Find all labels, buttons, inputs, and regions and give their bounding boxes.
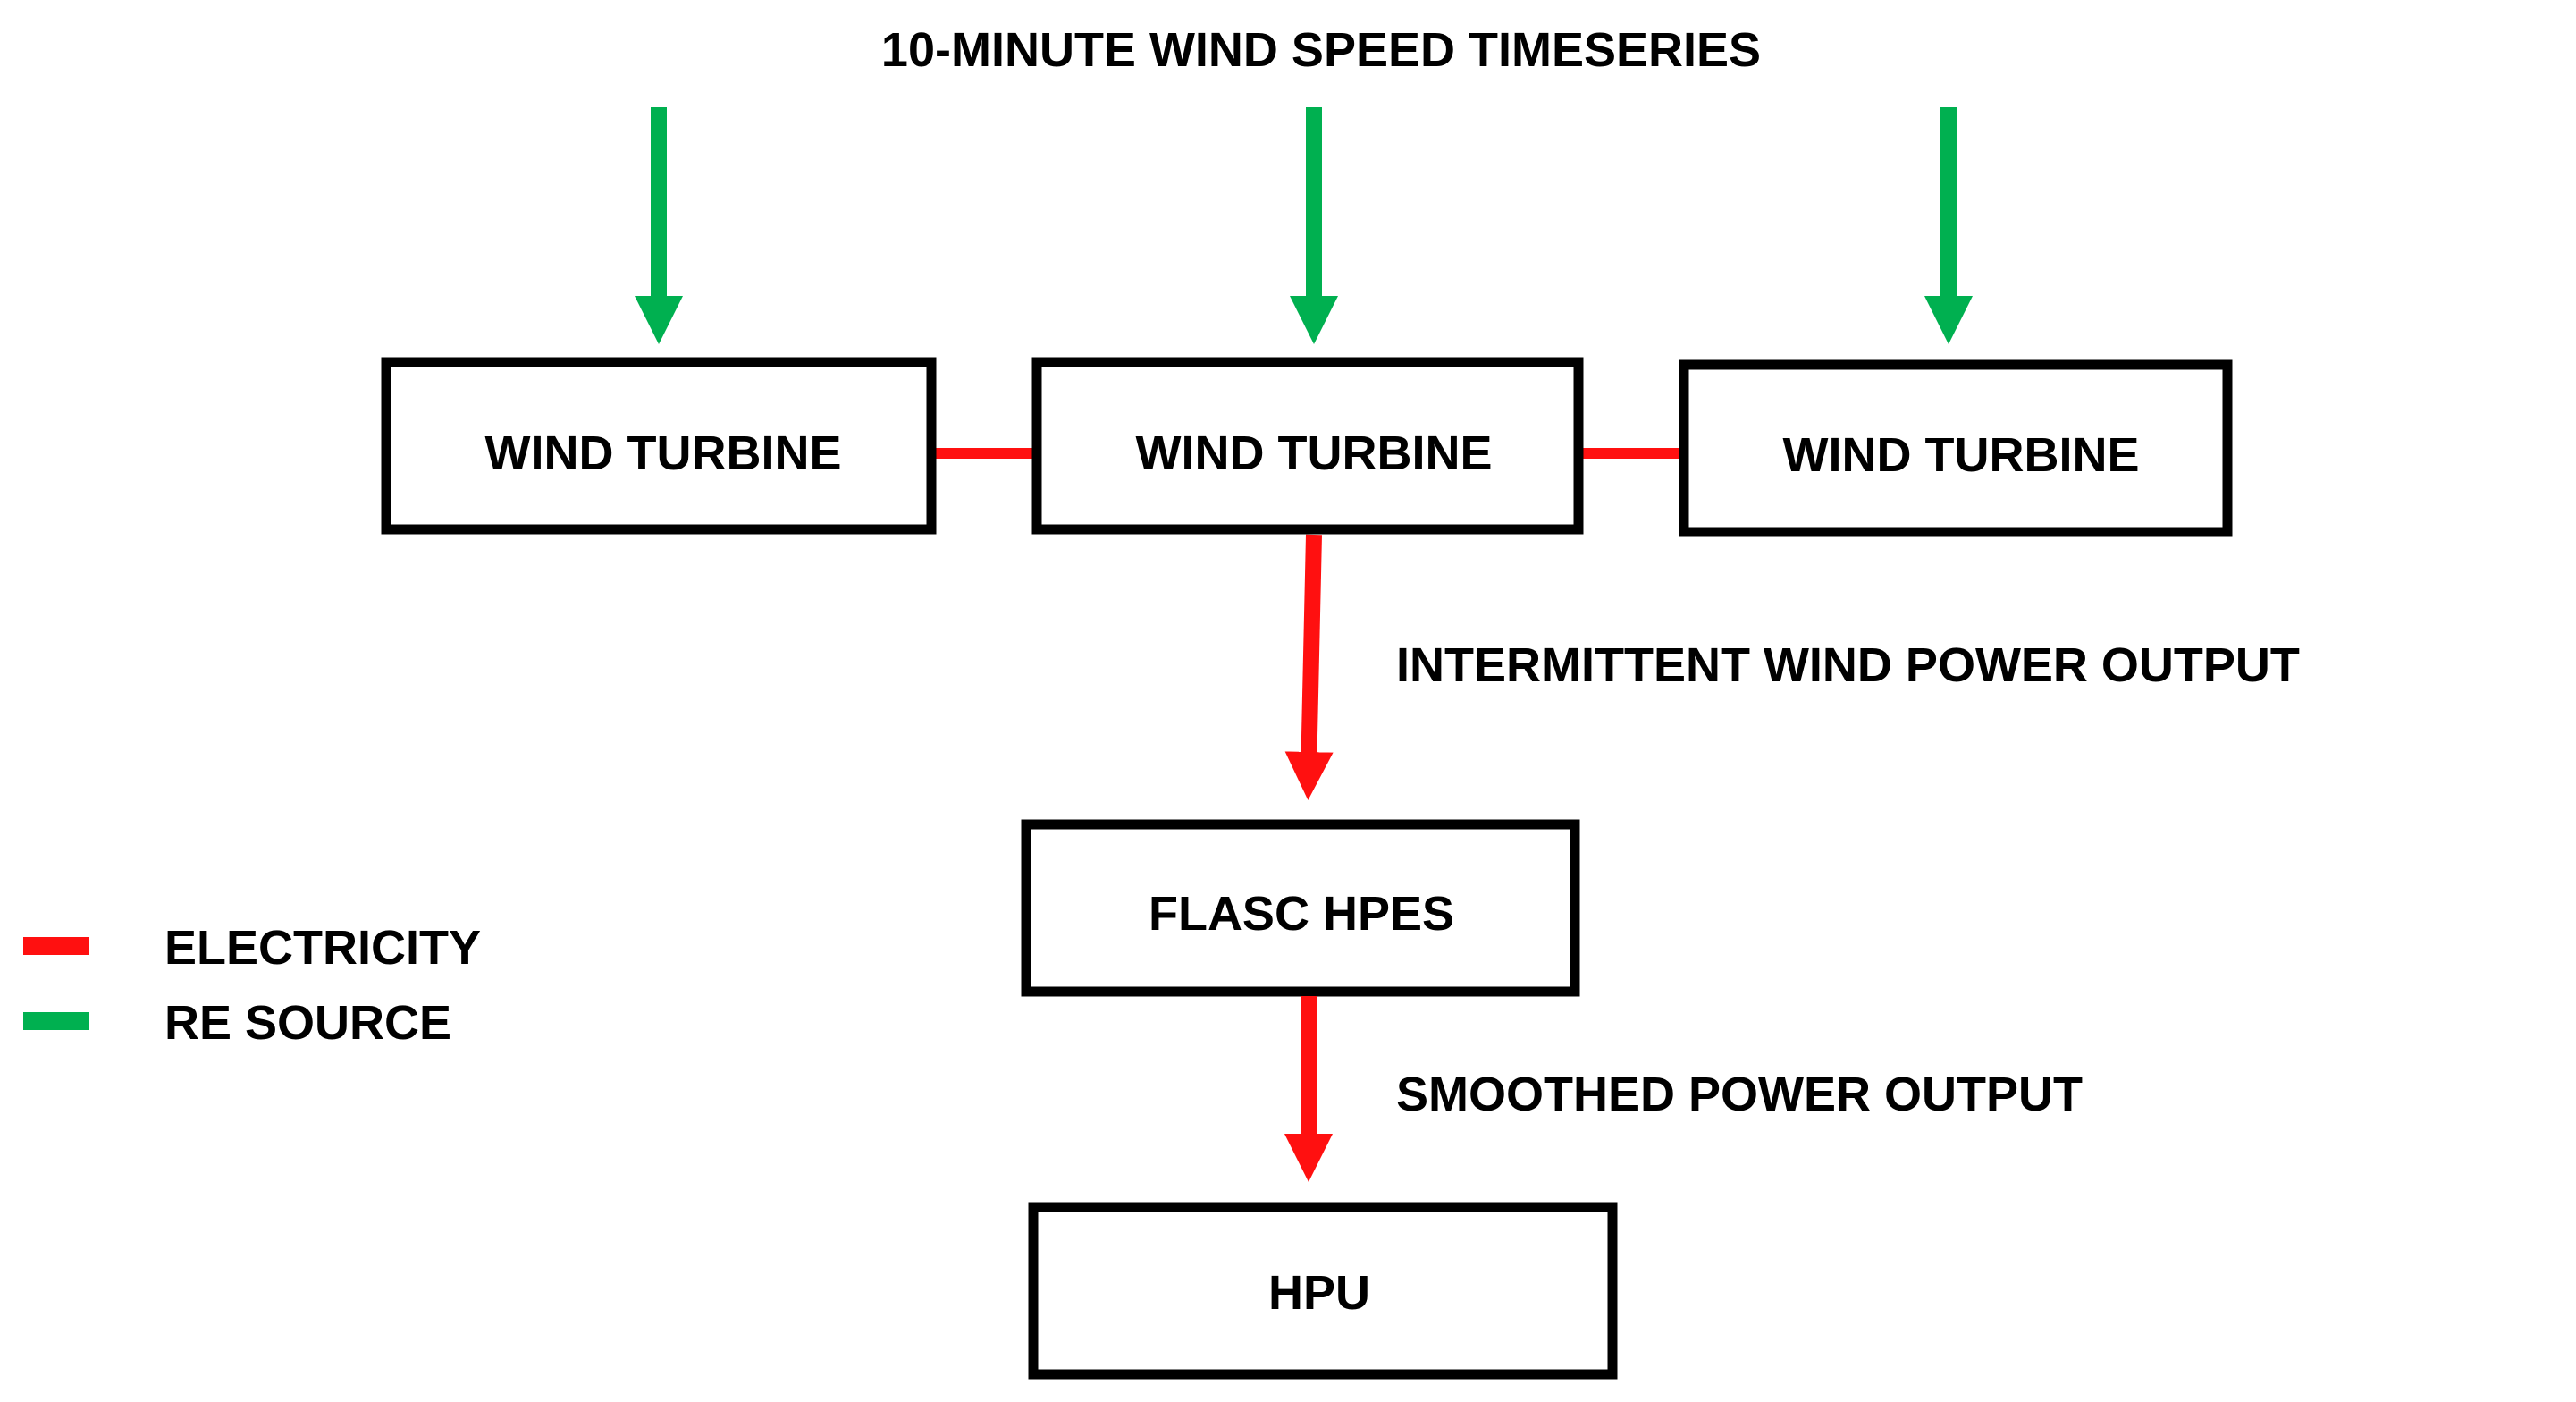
legend: ELECTRICITY RE SOURCE (23, 921, 481, 1050)
wind-turbine-label-right: WIND TURBINE (1783, 428, 2140, 482)
legend-label-re-source: RE SOURCE (164, 996, 451, 1050)
flasc-hpes-box: FLASC HPES (1021, 819, 1580, 997)
hpu-label: HPU (1268, 1266, 1370, 1320)
smoothed-power-label: SMOOTHED POWER OUTPUT (1396, 1068, 2083, 1121)
re-source-arrows (635, 107, 1973, 344)
intermittent-power-arrow (1284, 534, 1334, 800)
legend-swatch-electricity (23, 937, 89, 955)
hpu-box: HPU (1028, 1202, 1618, 1380)
legend-label-electricity: ELECTRICITY (164, 921, 481, 975)
wind-turbine-box-left: WIND TURBINE (381, 357, 937, 535)
wind-turbine-box-center: WIND TURBINE (1031, 357, 1584, 535)
flasc-hpes-label: FLASC HPES (1149, 887, 1454, 941)
wind-turbine-label-left: WIND TURBINE (485, 427, 842, 480)
wind-turbine-box-right: WIND TURBINE (1679, 359, 2233, 537)
wind-turbine-label-center: WIND TURBINE (1136, 427, 1493, 480)
intermittent-power-label: INTERMITTENT WIND POWER OUTPUT (1396, 638, 2300, 692)
legend-swatch-re-source (23, 1012, 89, 1030)
diagram-title: 10-MINUTE WIND SPEED TIMESERIES (881, 23, 1761, 77)
